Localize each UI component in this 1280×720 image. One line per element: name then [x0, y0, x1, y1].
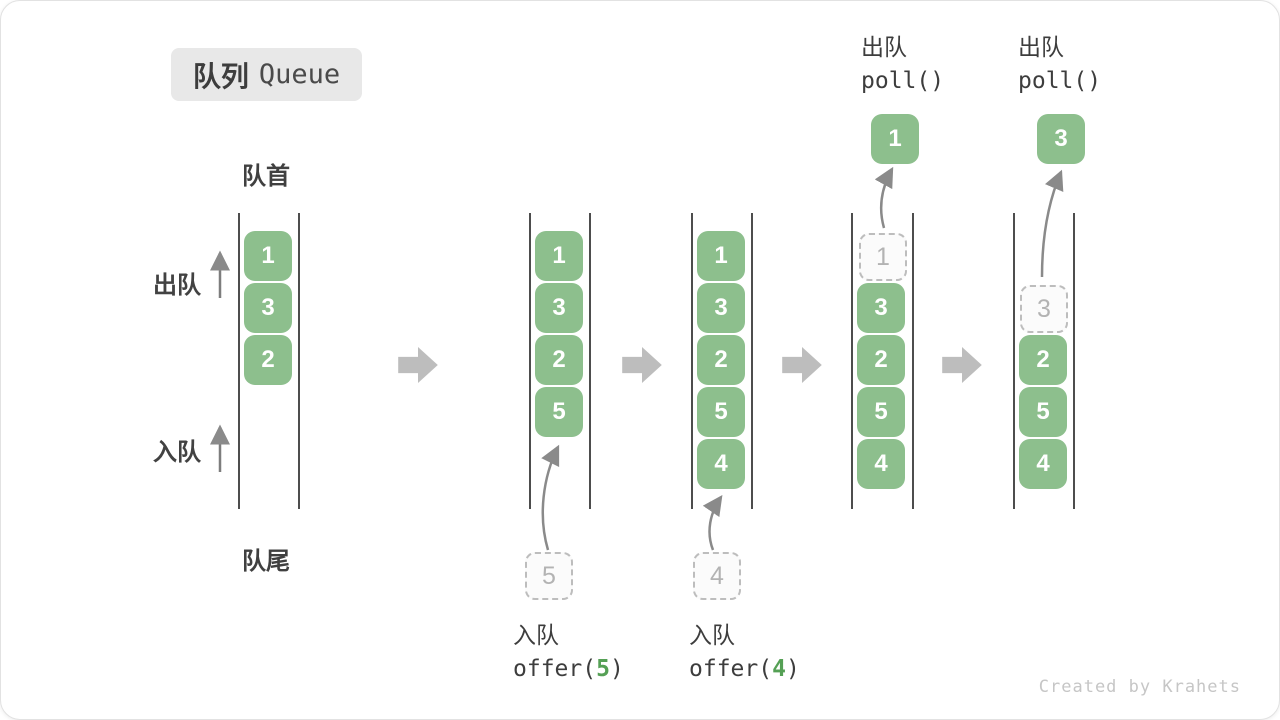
title-badge: 队列 Queue [171, 48, 362, 101]
queue-cell: 3 [535, 283, 583, 333]
queue-cell: 4 [697, 439, 745, 489]
state-arrow-2-icon [622, 347, 662, 383]
queue-wall [238, 213, 240, 509]
queue-wall [691, 213, 693, 509]
removed-cell: 3 [1020, 285, 1068, 333]
dequeue2-arrow-icon [1040, 169, 1064, 278]
queue-cell: 4 [1019, 439, 1067, 489]
queue-wall [589, 213, 591, 509]
queue-cell: 4 [857, 439, 905, 489]
dequeue2-code: poll() [1018, 68, 1102, 94]
dequeue1-note: 出队 poll() [861, 30, 944, 98]
queue-cell: 2 [535, 335, 583, 385]
dequeue1-label: 出队 [861, 34, 907, 60]
state-arrow-4-icon [942, 347, 982, 383]
enqueue-side-label: 入队 [153, 439, 201, 466]
incoming-cell: 4 [693, 552, 741, 600]
incoming-cell: 5 [525, 552, 573, 600]
queue-cell: 5 [697, 387, 745, 437]
queue-cell: 2 [697, 335, 745, 385]
queue-wall [1073, 213, 1075, 509]
dequeue2-label: 出队 [1018, 34, 1064, 60]
queue-cell: 3 [857, 283, 905, 333]
queue-cell: 2 [857, 335, 905, 385]
polled-cell: 3 [1037, 114, 1085, 164]
dequeue1-code: poll() [861, 68, 945, 94]
queue-wall [851, 213, 853, 509]
queue-wall [298, 213, 300, 509]
state-arrow-1-icon [398, 347, 438, 383]
queue-front-label: 队首 [242, 163, 290, 190]
enqueue4-code: offer(4) [689, 656, 800, 682]
title-en: Queue [258, 59, 341, 90]
queue-cell: 2 [244, 335, 292, 385]
watermark: Created by Krahets [1038, 677, 1241, 697]
enqueue5-label: 入队 [513, 622, 559, 648]
enqueue5-note: 入队 offer(5) [513, 618, 624, 686]
queue-cell: 1 [535, 231, 583, 281]
dequeue-side-label: 出队 [153, 272, 201, 299]
removed-cell: 1 [859, 233, 907, 281]
queue-cell: 5 [1019, 387, 1067, 437]
queue-wall [751, 213, 753, 509]
dequeue1-arrow-icon [874, 166, 894, 229]
polled-cell: 1 [871, 114, 919, 164]
title-zh: 队列 [192, 60, 249, 92]
enqueue5-code: offer(5) [513, 656, 624, 682]
queue-cell: 5 [535, 387, 583, 437]
queue-wall [529, 213, 531, 509]
queue-cell: 3 [697, 283, 745, 333]
queue-cell: 5 [857, 387, 905, 437]
enqueue4-note: 入队 offer(4) [689, 618, 800, 686]
enqueue4-label: 入队 [689, 622, 735, 648]
queue-cell: 2 [1019, 335, 1067, 385]
queue-rear-label: 队尾 [242, 548, 290, 575]
queue-wall [912, 213, 914, 509]
enqueue4-arrow-icon [702, 494, 723, 551]
queue-cell: 1 [697, 231, 745, 281]
dequeue2-note: 出队 poll() [1018, 30, 1101, 98]
queue-cell: 1 [244, 231, 292, 281]
enqueue5-arrow-icon [541, 444, 560, 551]
queue-wall [1013, 213, 1015, 509]
state-arrow-3-icon [782, 347, 822, 383]
queue-cell: 3 [244, 283, 292, 333]
